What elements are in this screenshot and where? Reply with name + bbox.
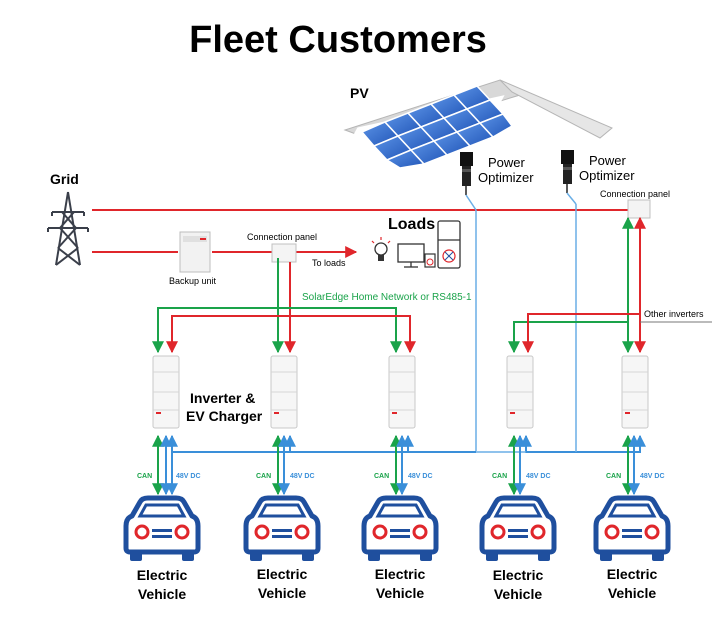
grid-tower-icon [47,191,89,266]
ev-label-2-line2: Vehicle [258,585,306,601]
power-optimizer-2-label-2: Optimizer [579,168,635,183]
ev-label-4-line2: Vehicle [494,586,542,602]
connection-panel-right-label: Connection panel [600,189,670,199]
ev-label-5-line2: Vehicle [608,585,656,601]
ev-label-1-line2: Vehicle [138,586,186,602]
can-label-3: CAN [374,473,389,480]
inverter-1 [152,355,180,429]
backup-unit: Backup unit [169,231,217,286]
car-icon-2 [243,495,321,561]
car-icon-3 [361,495,439,561]
ev-label-4-line1: Electric [493,567,544,583]
ev-label-3-line2: Vehicle [376,585,424,601]
can-label-4: CAN [492,473,507,480]
ev-label-5-line1: Electric [607,566,658,582]
washer-icon [424,253,436,268]
car-icon-1 [123,495,201,561]
dc-bus-left [166,434,476,453]
can-label-5: CAN [606,473,621,480]
loads-group: Loads [371,216,461,269]
fridge-icon [437,220,461,269]
inverter-label-1: Inverter & [190,390,255,406]
backup-unit-label: Backup unit [169,276,217,286]
dc-label-1: 48V DC [176,473,201,480]
can-label-2: CAN [256,473,271,480]
network-label: SolarEdge Home Network or RS485-1 [302,292,472,303]
inverter-4 [506,355,534,429]
charger-links-1 [152,434,178,496]
page-title: Fleet Customers [189,19,487,61]
pv-label: PV [350,85,369,101]
inverter-5 [621,355,649,429]
inverter-3 [388,355,416,429]
loads-label: Loads [388,216,435,233]
dc-label-3: 48V DC [408,473,433,480]
connection-panel-left-label: Connection panel [247,232,317,242]
ac-bus-right [522,216,646,354]
power-optimizer-1-label-1: Power [488,155,526,170]
pv-opt-link-2 [566,192,577,205]
power-optimizer-1-label-2: Optimizer [478,170,534,185]
dc-label-2: 48V DC [290,473,315,480]
charger-links-5 [622,434,640,496]
ev-label-3-line1: Electric [375,566,426,582]
ev-label-2-line1: Electric [257,566,308,582]
network-bus-right [508,216,634,354]
power-optimizer-2-label-1: Power [589,153,627,168]
can-label-1: CAN [137,473,152,480]
inverter-label-2: EV Charger [186,408,263,424]
lightbulb-icon [371,237,391,261]
other-inverters-label: Other inverters [644,309,704,319]
grid-label: Grid [50,171,79,187]
ac-bus-left [166,315,416,354]
ev-label-1-line1: Electric [137,567,188,583]
solar-panel-grid [360,85,514,169]
network-bus-left [152,307,402,354]
charger-links-2 [272,434,290,496]
pv-opt-link-1 [465,194,477,211]
dc-bus-right [520,434,646,453]
charger-links-4 [508,434,526,496]
inverter-2 [270,355,298,429]
car-icon-5 [593,495,671,561]
to-loads-label: To loads [312,258,346,268]
power-optimizer-2: Power Optimizer [561,150,635,193]
connection-panel-left: Connection panel [247,232,317,263]
dc-label-5: 48V DC [640,473,665,480]
connection-panel-right: Connection panel [600,189,670,219]
pv-roof: PV [333,79,613,172]
monitor-icon [397,243,425,268]
power-optimizer-1: Power Optimizer [460,152,534,195]
car-icon-4 [479,495,557,561]
charger-links-3 [390,434,408,496]
dc-label-4: 48V DC [526,473,551,480]
